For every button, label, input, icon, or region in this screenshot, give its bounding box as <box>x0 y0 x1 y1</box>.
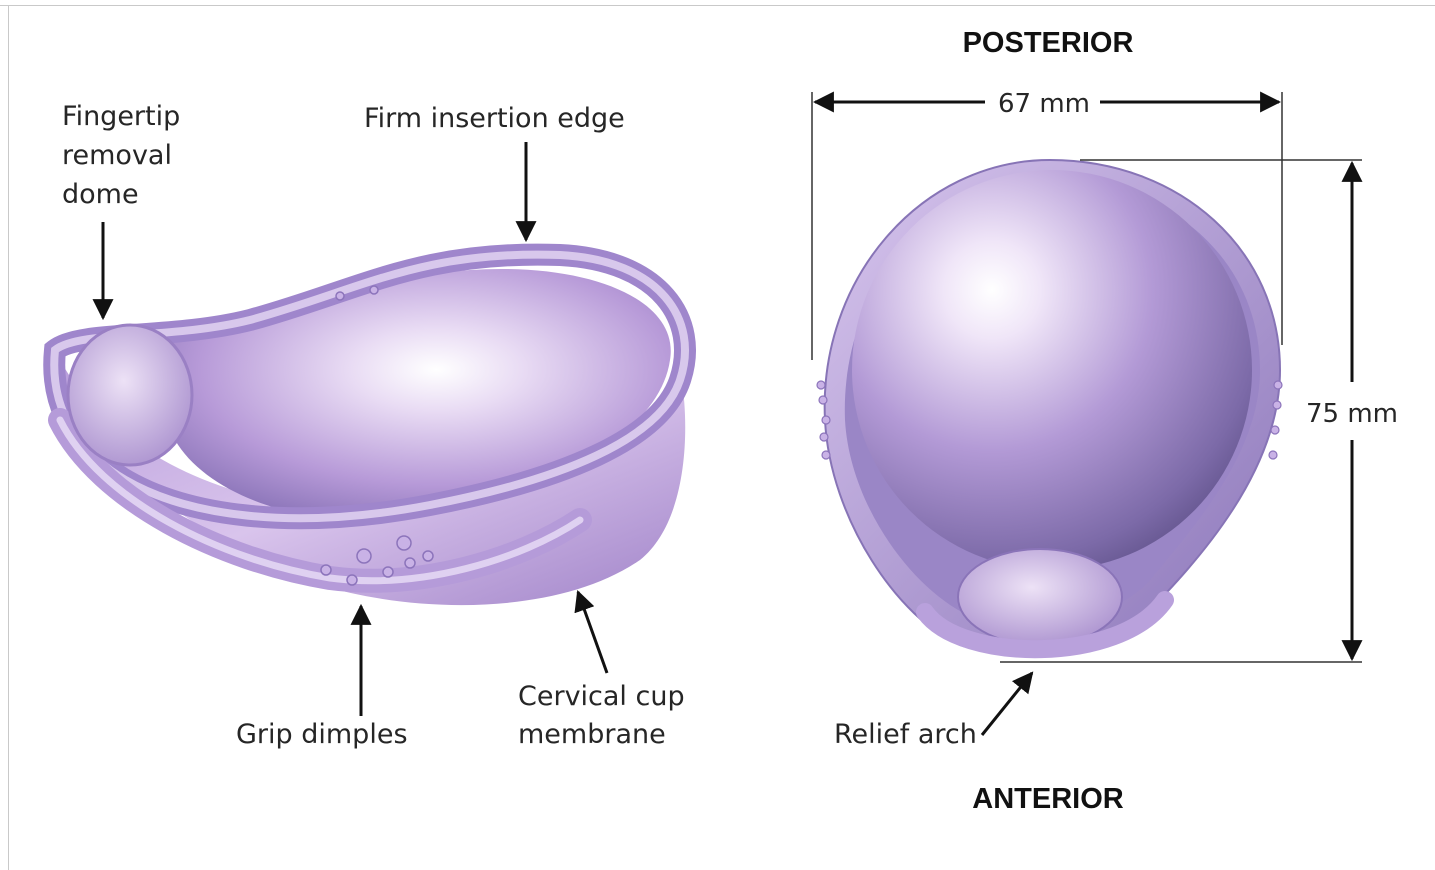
label-height-75mm: 75 mm <box>1306 399 1398 429</box>
label-insertion-edge: Firm insertion edge <box>364 103 625 134</box>
label-posterior: POSTERIOR <box>963 27 1134 59</box>
left-device <box>54 255 685 606</box>
label-cervical-cup-line1: Cervical cup <box>518 681 685 712</box>
cervical-cup-sphere <box>852 170 1252 570</box>
label-cervical-cup-line2: membrane <box>518 719 666 750</box>
right-device <box>817 160 1282 652</box>
label-width-67mm: 67 mm <box>998 89 1090 119</box>
label-fingertip-line1: Fingertip <box>62 101 180 132</box>
label-relief-arch: Relief arch <box>834 719 977 750</box>
arrow-cervical-cup <box>578 592 607 673</box>
fingertip-dome <box>68 325 192 465</box>
label-anterior: ANTERIOR <box>972 783 1124 815</box>
arrow-relief-arch <box>982 673 1032 735</box>
label-fingertip-line2: removal <box>62 140 172 171</box>
relief-dome <box>958 549 1122 645</box>
label-grip-dimples: Grip dimples <box>236 719 408 750</box>
label-fingertip-line3: dome <box>62 179 139 210</box>
